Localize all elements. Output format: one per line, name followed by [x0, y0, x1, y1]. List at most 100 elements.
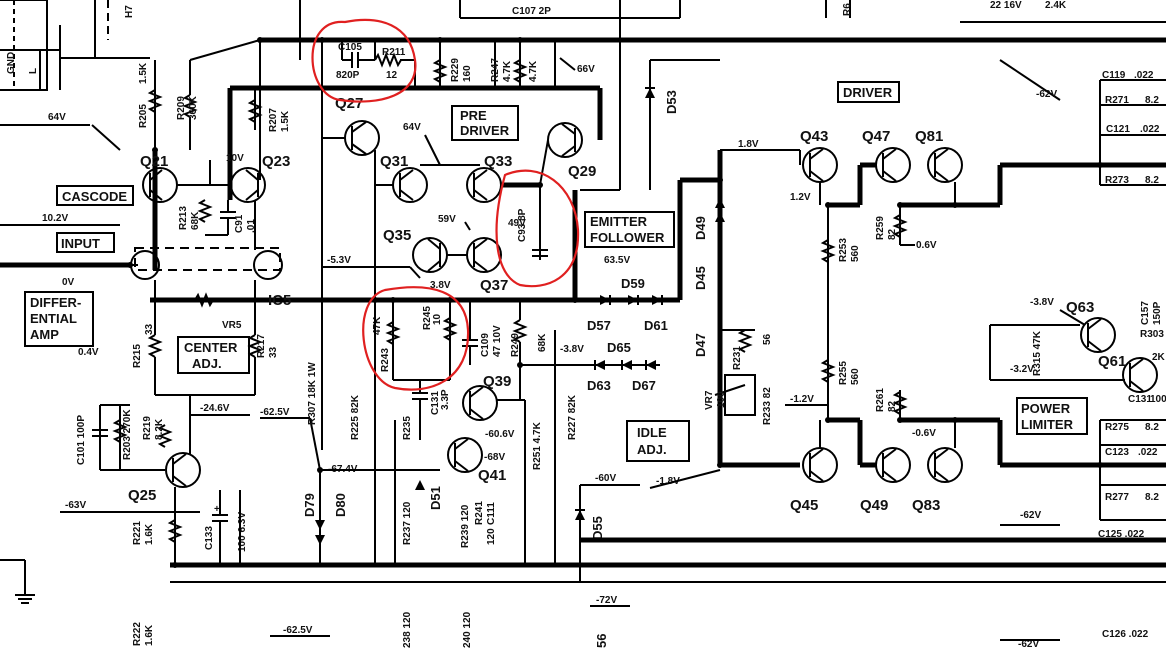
- voltage-10-2v: 10.2V: [42, 213, 68, 224]
- v24-label: 2.4K: [1045, 0, 1067, 11]
- r203-resistor: [112, 419, 128, 443]
- d53-label: D53: [664, 90, 679, 114]
- r203-label: R203 270K: [122, 409, 133, 460]
- power-limiter-box: POWER LIMITER: [1016, 397, 1088, 435]
- c131b-value: 100P: [1150, 394, 1166, 405]
- r6-label: R6: [842, 3, 853, 16]
- q27-label: Q27: [335, 95, 363, 112]
- emitter-follower-box: EMITTER FOLLOWER: [584, 211, 675, 248]
- r215-resistor: [147, 334, 163, 358]
- voltage-49v: 49V: [508, 218, 526, 229]
- svg-text:ADJ.: ADJ.: [637, 442, 667, 457]
- voltage-0v: 0V: [62, 277, 75, 288]
- q63-transistor: [1080, 317, 1116, 353]
- r275-label: R275: [1105, 422, 1129, 433]
- d80-label: D80: [333, 493, 348, 517]
- q83-label: Q83: [912, 497, 940, 514]
- r221-value: 1.6K: [144, 523, 155, 545]
- q43-label: Q43: [800, 128, 828, 145]
- r207-label: R207: [268, 108, 279, 132]
- r209-value: 360K: [188, 95, 199, 120]
- c126-label: C126 .022: [1102, 629, 1149, 640]
- r235-label: R235: [402, 416, 413, 440]
- c105-label: C105: [338, 42, 362, 53]
- d79-d80-zener: [315, 470, 325, 565]
- ic5-dual-fet: [130, 200, 283, 280]
- r225-label: R225 82K: [350, 394, 361, 440]
- r219-label: R219: [142, 416, 153, 440]
- center-adj-box: CENTER ADJ.: [177, 336, 250, 374]
- r247-k: 4.7K: [528, 60, 539, 82]
- q83-transistor: [927, 447, 963, 483]
- r213-value: 68K: [190, 211, 201, 230]
- q61-transistor: [1122, 357, 1158, 393]
- d79-label: D79: [302, 493, 317, 517]
- svg-text:CENTER: CENTER: [184, 340, 238, 355]
- c131b-label: C131: [1128, 394, 1152, 405]
- r247-value: 4.7K: [502, 60, 513, 82]
- r275-value: 8.2: [1145, 422, 1159, 433]
- r217-resistor: [247, 334, 263, 358]
- cascode-box: CASCODE: [56, 185, 134, 206]
- r221-resistor: [167, 519, 183, 543]
- c157-value: 150P: [1152, 301, 1163, 325]
- c107-label: C107 2P: [512, 6, 551, 17]
- d61-label: D61: [644, 318, 668, 333]
- voltage-1-8v: 1.8V: [738, 139, 759, 150]
- r245-value: 10: [432, 313, 443, 325]
- q29-label: Q29: [568, 163, 596, 180]
- r231-label: R231: [732, 346, 743, 370]
- r219-resistor: [157, 424, 173, 448]
- r249-value: 68K: [537, 333, 548, 352]
- vr7-potentiometer: [714, 374, 756, 416]
- voltage-66v: 66V: [577, 64, 595, 75]
- c93-capacitor: [532, 249, 548, 257]
- ic5-label: IC5: [268, 292, 291, 309]
- r273-value: 8.2: [1145, 175, 1159, 186]
- d57-label: D57: [587, 318, 611, 333]
- d63-d65-d67-diodes: [594, 360, 656, 370]
- d57-d59-d61-diodes: [600, 295, 663, 305]
- voltage-minus-62-5v-bottom: -62.5V: [283, 625, 313, 636]
- d49-label: D49: [693, 216, 708, 240]
- r239-label: R239 120: [460, 504, 471, 548]
- svg-text:PRE: PRE: [460, 108, 487, 123]
- voltage-minus-63v: -63V: [65, 500, 86, 511]
- r255-value: 560: [850, 368, 861, 385]
- r227-label: R227 82K: [567, 394, 578, 440]
- voltage-minus-0-6v: -0.6V: [912, 428, 936, 439]
- q21-label: Q21: [140, 153, 168, 170]
- voltage-minus-24-6v: -24.6V: [200, 403, 230, 414]
- q45-label: Q45: [790, 497, 818, 514]
- h7-label: H7: [124, 5, 135, 18]
- q33-transistor: [466, 167, 502, 203]
- c93-label: C93 8P: [517, 208, 528, 242]
- c131-label: C131: [430, 391, 441, 415]
- input-box: INPUT: [56, 232, 115, 253]
- voltage-minus-62v-top: -62V: [1036, 89, 1057, 100]
- c109-capacitor: [462, 300, 478, 365]
- voltage-0-4v: 0.4V: [78, 347, 99, 358]
- c121-label: C121: [1106, 124, 1130, 135]
- q39-label: Q39: [483, 373, 511, 390]
- q33-label: Q33: [484, 153, 512, 170]
- r205-resistor: [147, 89, 163, 113]
- q25-label: Q25: [128, 487, 156, 504]
- svg-text:ENTIAL: ENTIAL: [30, 311, 77, 326]
- r205-label: R205: [138, 104, 149, 128]
- svg-text:FOLLOWER: FOLLOWER: [590, 230, 665, 245]
- l-label: L: [28, 68, 39, 74]
- c133-capacitor: [212, 490, 228, 565]
- voltage-minus-3-2v: -3.2V: [1010, 364, 1034, 375]
- idle-adj-box: IDLE ADJ.: [626, 420, 690, 462]
- r233-label: R233 82: [762, 387, 773, 425]
- q25-transistor: [165, 452, 201, 488]
- r215-value: 33: [144, 323, 155, 335]
- svg-text:DRIVER: DRIVER: [460, 123, 510, 138]
- r211-value: 12: [386, 70, 398, 81]
- voltage-minus-3-8v: -3.8V: [560, 344, 584, 355]
- r259-label: R259: [875, 216, 886, 240]
- r207-value: 1.5K: [280, 110, 291, 132]
- c157-label: C157: [1140, 301, 1151, 325]
- r207-resistor: [247, 99, 263, 123]
